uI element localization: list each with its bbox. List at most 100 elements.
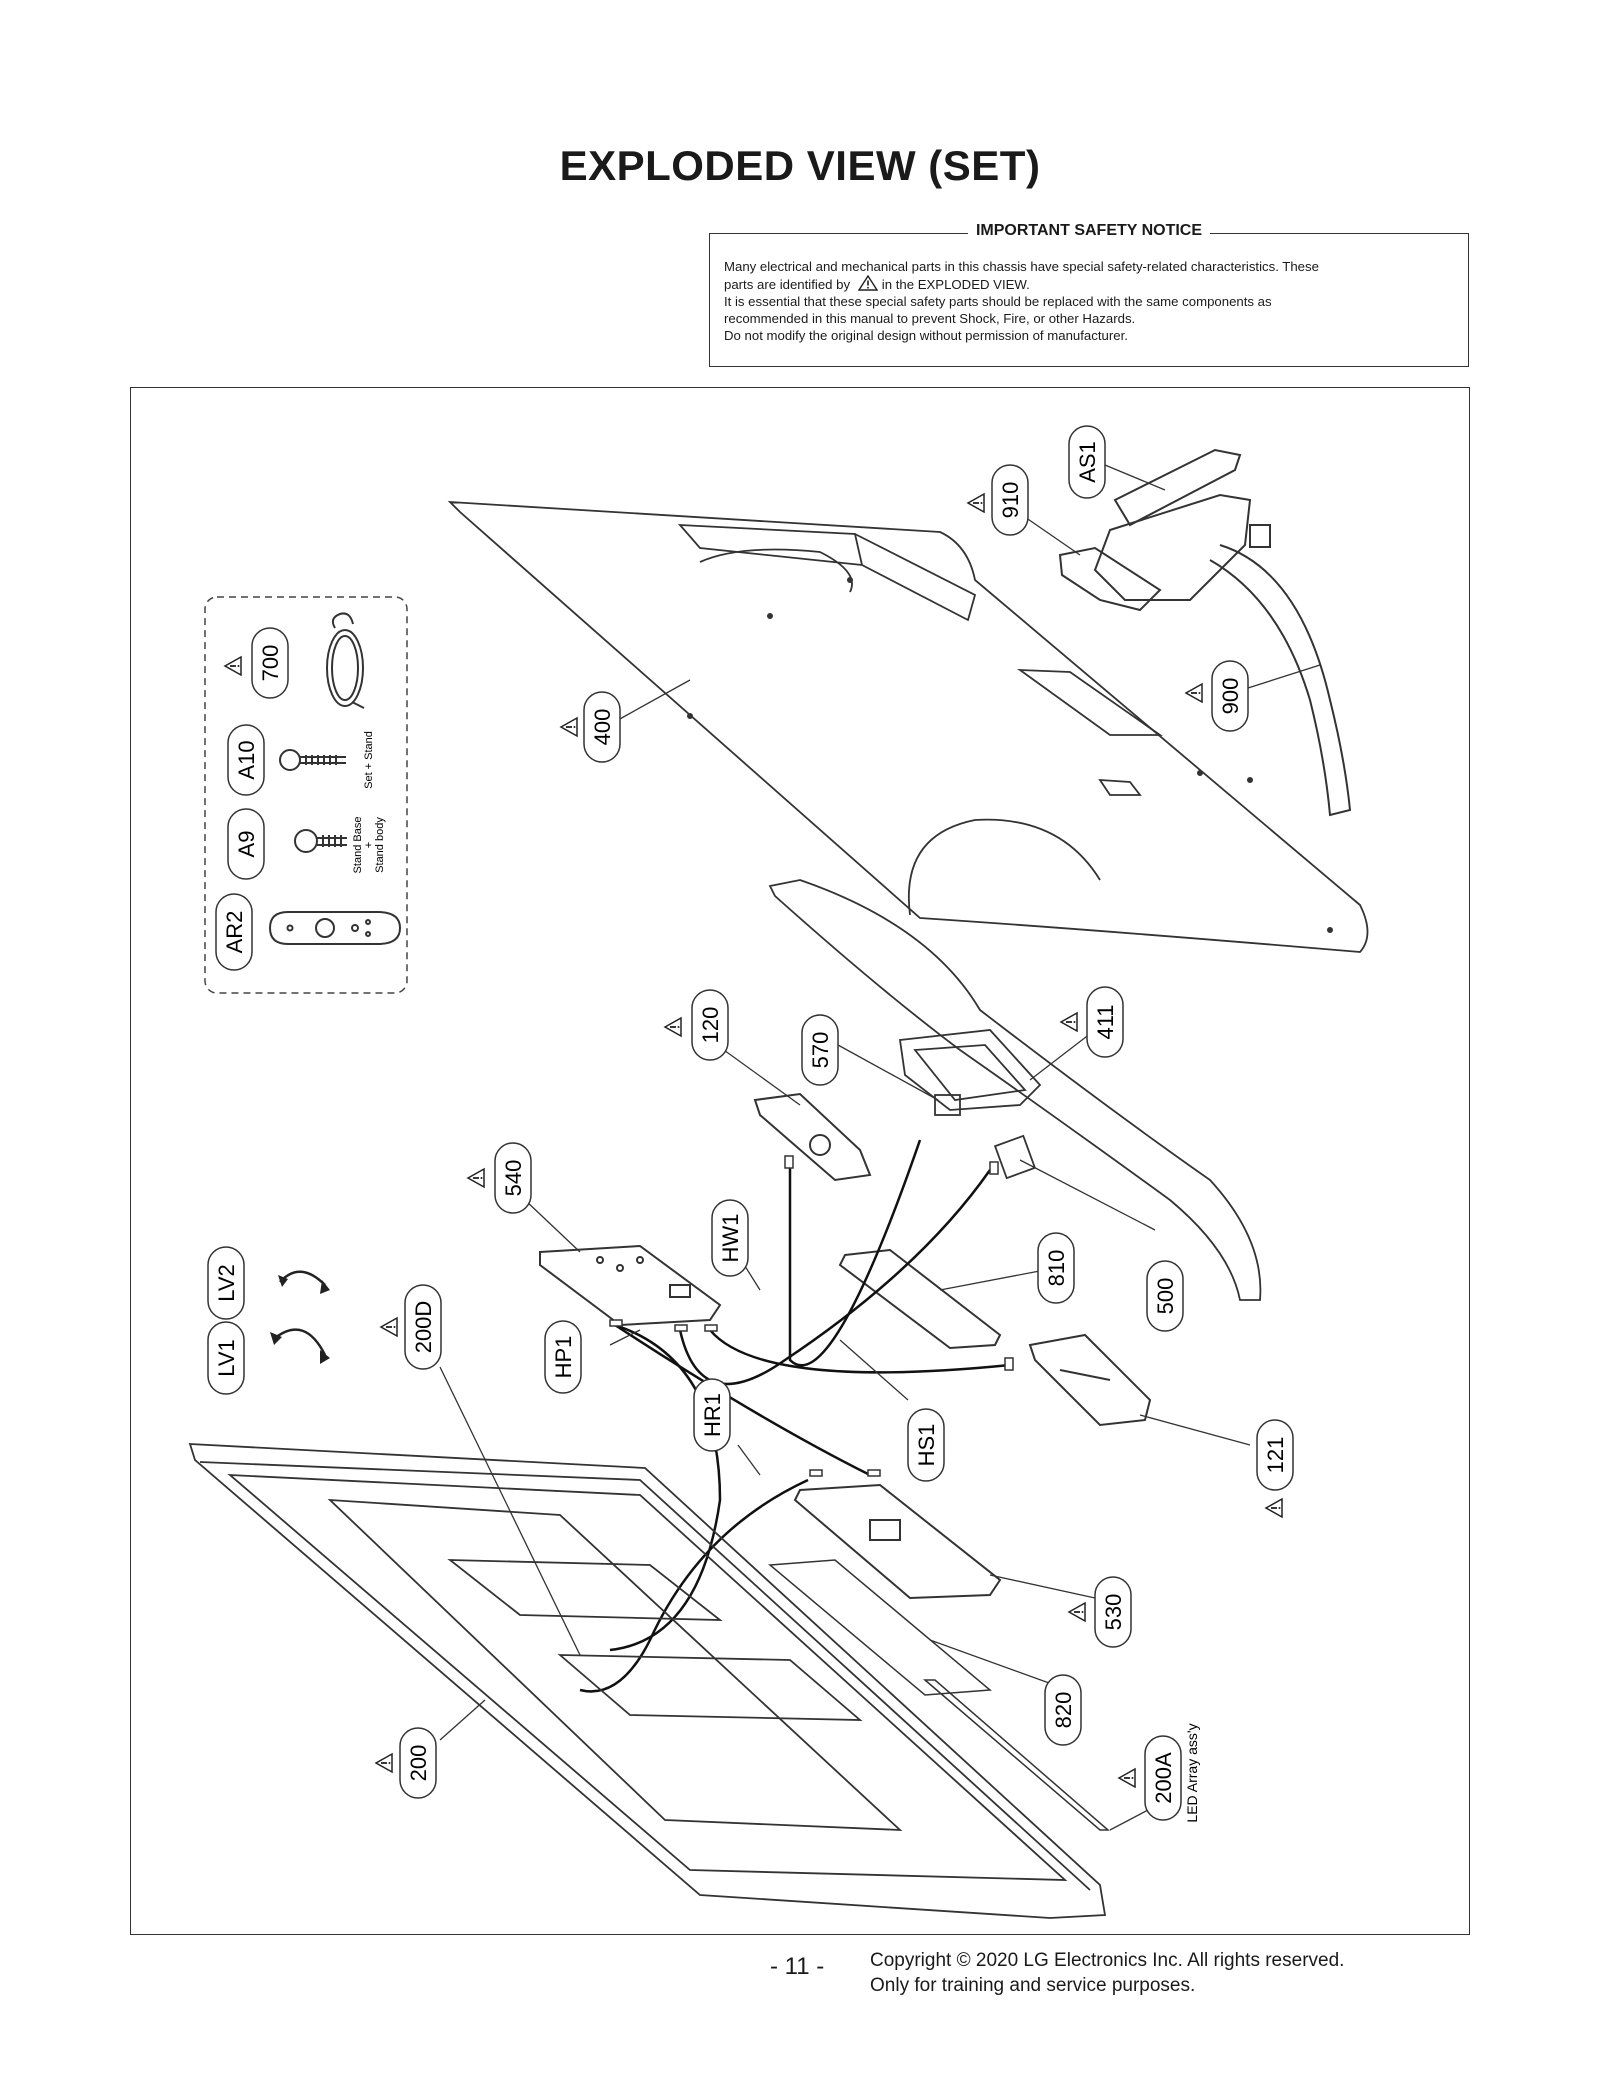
svg-text:540: 540 <box>501 1160 526 1197</box>
warning-triangle-icon <box>664 1017 682 1037</box>
part-label-AR2: AR2 <box>215 893 253 971</box>
plate-810-drawing <box>838 1248 1002 1350</box>
svg-text:AR2: AR2 <box>222 911 247 954</box>
back-cover-drawing <box>447 500 1369 953</box>
part-label-900: 900 <box>1211 660 1249 732</box>
warning-triangle-icon <box>560 717 578 737</box>
warning-triangle-icon <box>967 493 985 513</box>
notice-line-2: parts are identified by in the EXPLODED … <box>724 274 1030 292</box>
svg-text:910: 910 <box>998 482 1023 519</box>
svg-text:A10: A10 <box>234 740 259 779</box>
svg-text:530: 530 <box>1101 1594 1126 1631</box>
notice-line-5: Do not modify the original design withou… <box>724 328 1128 343</box>
svg-text:HR1: HR1 <box>700 1393 725 1437</box>
part-label-411: 411 <box>1086 986 1124 1058</box>
power-board-530-drawing <box>793 1483 1002 1600</box>
safety-notice-text: Many electrical and mechanical parts in … <box>724 258 1454 344</box>
svg-text:820: 820 <box>1051 1692 1076 1729</box>
bottom-bracket-drawing <box>768 879 1262 1301</box>
led-array-label: LED Array ass'y <box>1184 1723 1200 1822</box>
cable-connectors <box>609 1155 1014 1477</box>
warning-triangle-icon <box>1068 1602 1086 1622</box>
part-label-200A: 200A <box>1144 1735 1182 1821</box>
label-stand-base: Stand Base <box>352 817 364 874</box>
part-label-HW1: HW1 <box>711 1199 749 1277</box>
part-label-500: 500 <box>1146 1260 1184 1332</box>
svg-text:411: 411 <box>1093 1004 1118 1039</box>
sheet-820-drawing <box>768 1559 992 1696</box>
warning-triangle-icon <box>1118 1768 1136 1788</box>
part-label-400: 400 <box>583 691 621 763</box>
part-label-200: 200 <box>399 1727 437 1799</box>
svg-text:200D: 200D <box>411 1301 436 1354</box>
warning-triangle-icon <box>857 274 879 291</box>
svg-text:900: 900 <box>1218 678 1243 715</box>
speaker-120-drawing <box>753 1092 872 1182</box>
safety-notice-box: IMPORTANT SAFETY NOTICE Many electrical … <box>709 222 1469 367</box>
svg-text:570: 570 <box>808 1032 833 1069</box>
part-label-LV2: LV2 <box>207 1246 245 1320</box>
svg-text:810: 810 <box>1044 1250 1069 1287</box>
svg-text:A9: A9 <box>234 831 259 858</box>
part-label-LV1: LV1 <box>207 1321 245 1395</box>
page-title: EXPLODED VIEW (SET) <box>559 142 1041 189</box>
svg-text:AS1: AS1 <box>1075 441 1100 483</box>
back-cover-holes <box>687 577 1333 933</box>
usage-line: Only for training and service purposes. <box>870 1975 1196 1996</box>
speaker-121-drawing <box>1028 1333 1152 1427</box>
part-label-HS1: HS1 <box>907 1408 945 1482</box>
svg-text:400: 400 <box>590 709 615 746</box>
warning-triangle-icon <box>224 656 242 676</box>
page-number: - 11 - <box>770 1953 825 1980</box>
safety-notice-heading: IMPORTANT SAFETY NOTICE <box>967 222 1211 239</box>
svg-text:121: 121 <box>1263 1437 1288 1474</box>
svg-text:200A: 200A <box>1151 1752 1176 1804</box>
part-label-810: 810 <box>1037 1232 1075 1304</box>
warning-triangle-icon <box>1265 1498 1283 1518</box>
part-label-A9: A9 <box>227 808 265 880</box>
part-label-530: 530 <box>1094 1576 1132 1648</box>
warning-triangle-icon <box>375 1753 393 1773</box>
notice-line-4: recommended in this manual to prevent Sh… <box>724 311 1136 326</box>
footer-copyright: Copyright © 2020 LG Electronics Inc. All… <box>870 1948 1344 1998</box>
part-label-540: 540 <box>494 1142 532 1214</box>
remote-control-drawing <box>268 911 402 945</box>
warning-triangle-icon <box>1060 1012 1078 1032</box>
svg-text:HW1: HW1 <box>718 1214 743 1263</box>
led-bar-drawing <box>922 1679 1111 1831</box>
warning-triangle-icon <box>1185 683 1203 703</box>
part-label-700: 700 <box>251 627 289 699</box>
exploded-view-frame <box>130 387 1470 1935</box>
part-label-910: 910 <box>991 464 1029 536</box>
part-label-HR1: HR1 <box>693 1378 731 1452</box>
copyright-line: Copyright © 2020 LG Electronics Inc. All… <box>870 1950 1345 1971</box>
screw-a10-drawing <box>279 749 346 771</box>
label-stand-body: Stand body <box>374 817 386 873</box>
warning-triangle-icon <box>467 1168 485 1188</box>
part-label-121: 121 <box>1256 1419 1294 1491</box>
svg-text:HS1: HS1 <box>914 1424 939 1467</box>
stand-drawing <box>1058 448 1352 817</box>
screw-a9-drawing <box>294 829 347 853</box>
cables <box>579 1139 1011 1693</box>
svg-text:700: 700 <box>258 645 283 682</box>
part-label-AS1: AS1 <box>1068 425 1106 499</box>
part-label-A10: A10 <box>227 724 265 796</box>
part-label-HP1: HP1 <box>544 1320 582 1394</box>
svg-text:LV2: LV2 <box>214 1264 239 1302</box>
svg-text:120: 120 <box>698 1007 723 1044</box>
label-set-stand: Set + Stand <box>363 731 375 789</box>
svg-text:200: 200 <box>406 1745 431 1782</box>
notice-line-1: Many electrical and mechanical parts in … <box>724 259 1319 274</box>
part-label-820: 820 <box>1044 1674 1082 1746</box>
lvds-connectors <box>270 1275 330 1364</box>
leader-lines <box>439 464 1321 1831</box>
label-stand-plus: + <box>363 842 375 848</box>
svg-text:HP1: HP1 <box>551 1336 576 1379</box>
part-label-570: 570 <box>801 1014 839 1086</box>
board-570-drawing <box>934 1094 961 1116</box>
part-label-120: 120 <box>691 989 729 1061</box>
part-label-200D: 200D <box>404 1284 442 1370</box>
module-500-drawing <box>993 1134 1037 1180</box>
